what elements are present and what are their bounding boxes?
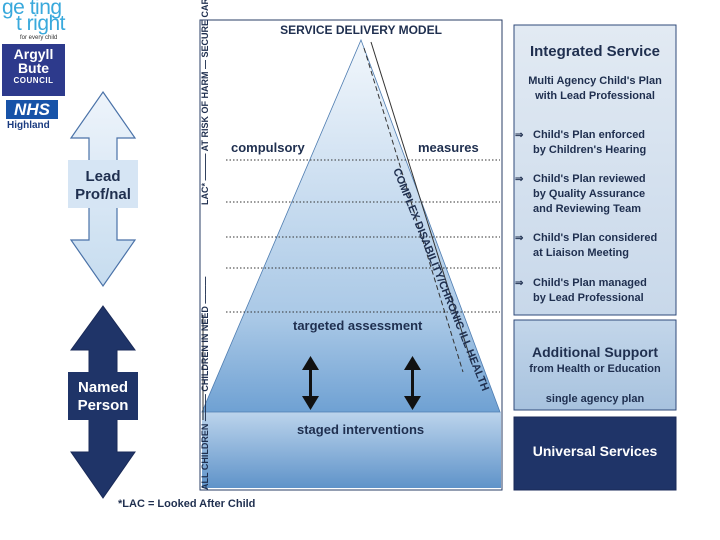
additional-sub: from Health or Education	[529, 363, 661, 375]
integrated-sub1: Multi Agency Child's Plan	[528, 75, 662, 87]
integrated-item-3: ⇒ Child's Plan considered at Liaison Mee…	[515, 232, 657, 259]
escalation-arrow-right	[404, 356, 421, 410]
integrated-item-2: ⇒ Child's Plan reviewed by Quality Assur…	[515, 173, 646, 215]
escalation-arrow-left	[302, 356, 319, 410]
diagram-frame	[199, 19, 503, 491]
named-arrow-line2: Person	[78, 397, 129, 414]
item-line3: and Reviewing Team	[533, 203, 641, 215]
complex-disability-border-left	[363, 47, 464, 373]
complex-disability-border-right	[370, 41, 473, 365]
item-line1: Child's Plan enforced	[533, 129, 645, 141]
argyll-logo-line2: Bute	[17, 60, 50, 76]
named-arrow-line1: Named	[78, 379, 128, 396]
item-line2: at Liaison Meeting	[533, 247, 629, 259]
staged-interventions-label: staged interventions	[297, 422, 424, 437]
getting-it-right-line1: ge ting	[2, 0, 62, 19]
integrated-service-panel	[513, 24, 677, 316]
nhs-logo: NHS	[6, 100, 58, 119]
lead-arrow-line1: Lead	[85, 168, 120, 185]
nhs-highland-label: Highland	[7, 120, 50, 131]
additional-plan: single agency plan	[546, 393, 645, 405]
universal-title: Universal Services	[533, 443, 658, 459]
measures-label: measures	[418, 140, 479, 155]
arrow-bullet-icon: ⇒	[515, 130, 524, 141]
item-line1: Child's Plan reviewed	[533, 173, 646, 185]
integrated-title: Integrated Service	[530, 43, 660, 60]
arrow-bullet-icon: ⇒	[515, 174, 524, 185]
level-dividers	[226, 159, 500, 313]
getting-it-right-logo: ge ting t right for every child	[0, 0, 70, 44]
base-band	[202, 412, 501, 488]
item-line1: Child's Plan considered	[533, 232, 657, 244]
additional-title: Additional Support	[532, 344, 658, 360]
compulsory-label: compulsory	[231, 140, 305, 155]
getting-it-right-tagline: for every child	[20, 35, 58, 41]
additional-support-panel	[513, 319, 677, 411]
lead-professional-arrow	[68, 90, 138, 288]
lac-footnote: *LAC = Looked After Child	[118, 498, 255, 510]
argyll-logo-line3: COUNCIL	[13, 76, 54, 85]
arrow-bullet-icon: ⇒	[515, 233, 524, 244]
getting-it-right-line2: t right	[16, 12, 66, 35]
lead-arrow-line2: Prof/nal	[75, 186, 131, 203]
argyll-bute-council-logo: Argyll Bute COUNCIL	[2, 44, 65, 96]
item-line2: by Children's Hearing	[533, 144, 646, 156]
targeted-assessment-label: targeted assessment	[293, 318, 423, 333]
pyramid	[201, 38, 501, 413]
universal-services-panel	[513, 416, 677, 491]
item-line1: Child's Plan managed	[533, 277, 647, 289]
integrated-item-4: ⇒ Child's Plan managed by Lead Professio…	[515, 277, 647, 304]
arrow-bullet-icon: ⇒	[515, 278, 524, 289]
item-line2: by Lead Professional	[533, 292, 644, 304]
argyll-logo-line1: Argyll	[13, 46, 54, 62]
side-axis-bottom-label: ALL CHILDREN ——— CHILDREN IN NEED ———	[200, 277, 210, 490]
item-line2: by Quality Assurance	[533, 188, 645, 200]
integrated-item-1: ⇒ Child's Plan enforced by Children's He…	[515, 129, 646, 156]
side-axis-top-label: LAC* ——— AT RISK OF HARM — SECURE CARE	[200, 0, 210, 205]
integrated-sub2: with Lead Professional	[534, 90, 655, 102]
named-person-arrow	[68, 305, 138, 499]
diagram-title: SERVICE DELIVERY MODEL	[280, 23, 442, 37]
